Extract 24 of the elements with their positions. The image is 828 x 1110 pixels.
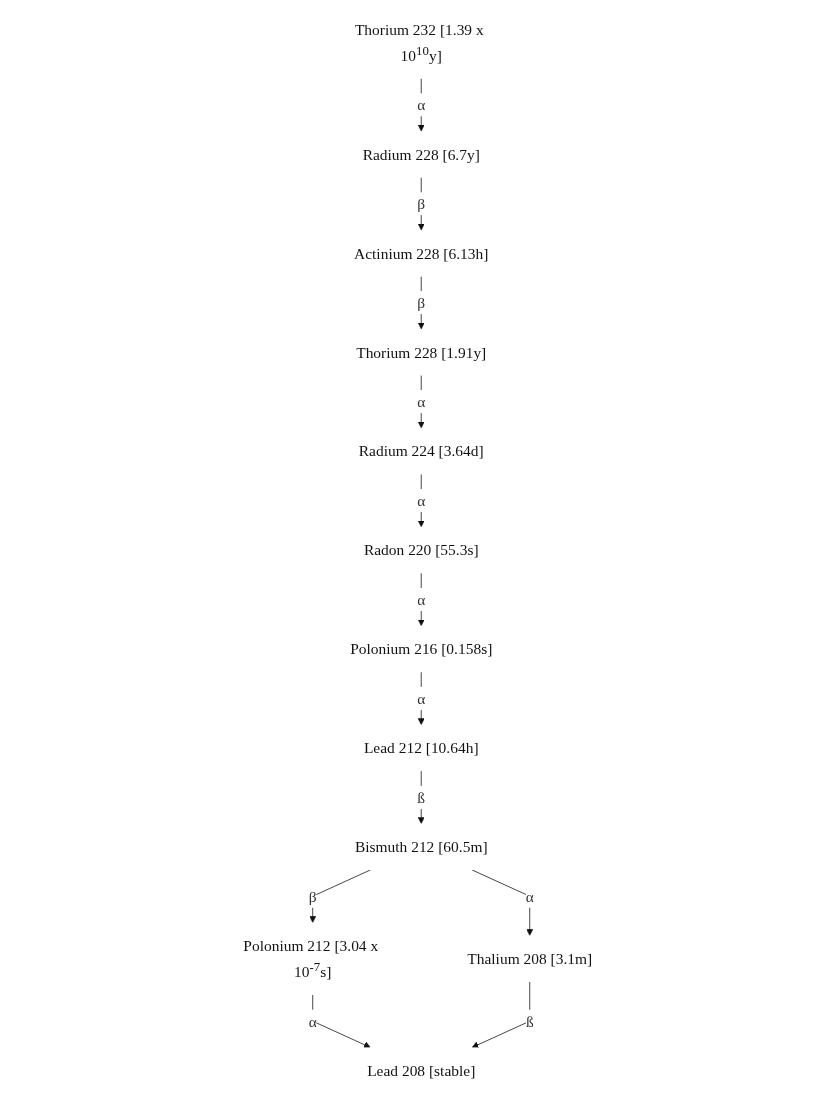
node-text: Thorium 232 [1.39 x 10$^{10}$y] (355, 20, 484, 64)
node-text: Radium 228 [6.7y] (362, 145, 481, 163)
edge-label: ß (417, 788, 426, 806)
edge-label: α (525, 887, 534, 905)
node-text: Radon 220 [55.3s] (364, 541, 479, 559)
node-text: Lead 212 [10.64h] (364, 739, 479, 757)
node-text: Radium 224 [3.64d] (358, 442, 484, 460)
edge-label: ß (526, 1012, 534, 1030)
edge-label: α (308, 1012, 317, 1030)
edge-label: α (417, 492, 426, 510)
edge-label: α (417, 590, 426, 608)
node-text: Bismuth 212 [60.5m] (355, 838, 488, 856)
node-text: Actinium 228 [6.13h] (354, 244, 489, 262)
edge-label: α (417, 689, 426, 707)
node-text: Thalium 208 [3.1m] (467, 950, 593, 968)
node-text: Polonium 212 [3.04 x 10$^{-7}$s] (243, 937, 379, 981)
node-text: Thorium 228 [1.91y] (356, 343, 487, 361)
edge-label: α (417, 96, 426, 114)
edge-label: β (417, 195, 426, 213)
edge-label: α (417, 393, 426, 411)
edge-label: β (308, 887, 317, 905)
node-text: Lead 208 [stable] (367, 1062, 476, 1080)
edge-label: β (417, 294, 426, 312)
node-text: Polonium 216 [0.158s] (350, 640, 493, 658)
